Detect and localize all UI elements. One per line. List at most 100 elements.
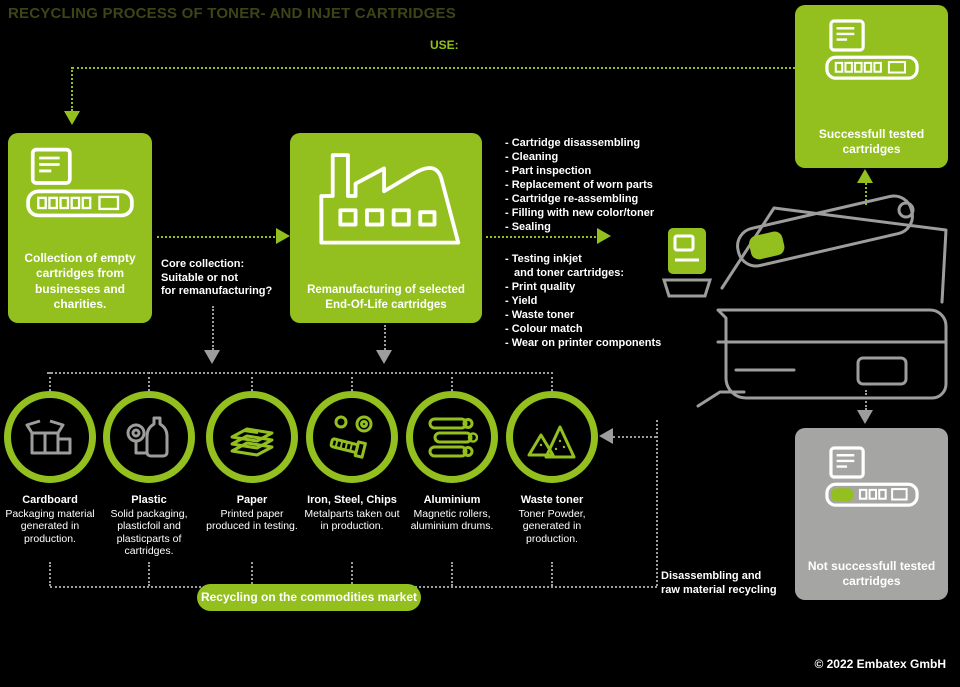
down-line-metal [351, 562, 353, 584]
material-label-cardboard: Cardboard Packaging material generated i… [0, 494, 100, 545]
factory-icon [319, 153, 461, 245]
use-label: USE: [430, 38, 459, 52]
copyright-text: © 2022 Embatex GmbH [814, 657, 946, 671]
materials-network-line [47, 372, 553, 374]
collection-label: Collection of empty cartridges from busi… [24, 250, 136, 312]
material-desc: Solid packaging, plasticfoil and plastic… [110, 507, 188, 558]
disassembling-column-line [656, 420, 658, 586]
core-collection-down-line [212, 306, 214, 350]
collection-box: Collection of empty cartridges from busi… [8, 133, 152, 323]
remanufacturing-to-testing-line [486, 236, 596, 238]
material-title: Paper [236, 494, 268, 506]
process-step: - Filling with new color/toner [505, 207, 655, 219]
remanufacturing-box: Remanufacturing of selected End-Of-Life … [290, 133, 482, 323]
not-successful-tested-box: Not successfull tested cartridges [795, 428, 948, 600]
material-label-paper: Paper Printed paper produced in testing. [202, 494, 302, 533]
arrow-down-from-core-collection [204, 350, 220, 364]
drop-line-cardboard [49, 372, 51, 391]
disassembling-to-toner-line [613, 436, 656, 438]
drop-line-aluminium [451, 372, 453, 391]
drop-line-metal [351, 372, 353, 391]
cardboard-boxes-icon [25, 419, 72, 455]
metal-parts-icon [329, 415, 373, 459]
testing-step: - Colour match [505, 323, 583, 335]
process-step: - Cartridge disassembling [505, 137, 641, 149]
not-successful-tested-label: Not successfull tested cartridges [807, 558, 936, 589]
cartridge-printer-icon [824, 446, 919, 507]
arrow-right-to-testing [597, 228, 611, 244]
down-line-plastic [148, 562, 150, 586]
collection-to-remanufacturing-line [157, 236, 275, 238]
material-circle-plastic [103, 391, 195, 483]
down-line-aluminium [451, 562, 453, 586]
paper-stack-icon [230, 427, 274, 457]
testing-step: and toner cartridges: [514, 267, 625, 279]
core-collection-line: for remanufacturing? [161, 285, 273, 297]
process-steps-list: - Cartridge disassembling - Cleaning - P… [505, 136, 654, 234]
toner-cartridge-green-band [749, 231, 785, 260]
material-title: Cardboard [22, 494, 78, 506]
drop-line-toner [551, 372, 553, 391]
material-circle-aluminium [406, 391, 498, 483]
core-collection-note: Core collection: Suitable or not for rem… [161, 258, 272, 299]
material-circle-metal [306, 391, 398, 483]
printer-open-lid [720, 206, 948, 304]
toner-powder-icon [527, 425, 576, 459]
material-title: Aluminium [423, 494, 481, 506]
arrow-right-to-remanufacturing [276, 228, 290, 244]
green-cartridge-icon [661, 228, 713, 298]
material-title: Waste toner [520, 494, 584, 506]
process-step: - Cartridge re-assembling [505, 193, 639, 205]
arrow-down-to-not-successful [857, 410, 873, 424]
material-label-aluminium: Aluminium Magnetic rollers, aluminium dr… [402, 494, 502, 533]
page-title: RECYCLING PROCESS OF TONER- AND INJET CA… [8, 5, 456, 22]
material-desc: Toner Powder, generated in production. [518, 507, 586, 545]
arrow-left-to-toner-circle [599, 428, 613, 444]
testing-step: - Wear on printer components [505, 337, 662, 349]
material-desc: Packaging material generated in producti… [5, 507, 95, 545]
remanufacturing-down-line [384, 325, 386, 350]
disassembling-note: Disassembling and raw material recycling [661, 570, 777, 597]
printer-to-successful-line [865, 183, 867, 205]
material-desc: Metalparts taken out in production. [304, 507, 400, 533]
use-loop-line-top [72, 67, 795, 69]
cartridge-printer-icon [26, 147, 134, 218]
process-step: - Replacement of worn parts [505, 179, 653, 191]
material-desc: Magnetic rollers, aluminium drums. [410, 507, 494, 533]
disassembling-line: raw material recycling [661, 583, 777, 596]
arrow-up-to-successful [857, 169, 873, 183]
cartridge-printer-icon [824, 19, 919, 80]
use-loop-line-left [71, 67, 73, 111]
testing-steps-list: - Testing inkjet and toner cartridges: -… [505, 252, 661, 350]
testing-step: - Yield [505, 295, 538, 307]
material-label-plastic: Plastic Solid packaging, plasticfoil and… [99, 494, 199, 558]
successful-tested-box: Successfull tested cartridges [795, 5, 948, 168]
down-line-toner [551, 562, 553, 586]
remanufacturing-label: Remanufacturing of selected End-Of-Life … [307, 284, 465, 312]
disassembling-line: Disassembling and [661, 570, 762, 582]
material-circle-cardboard [4, 391, 96, 483]
drop-line-paper [251, 372, 253, 391]
printer-to-not-successful-line [865, 390, 867, 410]
plastic-bottles-icon [126, 416, 169, 458]
commodities-market-pill: Recycling on the commodities market [197, 584, 421, 611]
printer-illustration [661, 194, 948, 408]
material-circle-toner [506, 391, 598, 483]
aluminium-rollers-icon [428, 417, 478, 458]
process-step: - Sealing [505, 221, 551, 233]
material-label-toner: Waste toner Toner Powder, generated in p… [502, 494, 602, 545]
core-collection-line: Suitable or not [161, 271, 238, 284]
drop-line-plastic [148, 372, 150, 391]
down-line-cardboard [49, 562, 51, 586]
material-label-metal: Iron, Steel, Chips Metalparts taken out … [302, 494, 402, 533]
material-circle-paper [206, 391, 298, 483]
green-toner-band [830, 488, 853, 502]
successful-tested-label: Successfull tested cartridges [818, 126, 925, 157]
down-line-paper [251, 562, 253, 584]
material-desc: Printed paper produced in testing. [206, 507, 298, 533]
testing-step: - Waste toner [505, 309, 575, 321]
process-step: - Cleaning [505, 151, 559, 163]
material-title: Iron, Steel, Chips [307, 494, 397, 506]
arrow-down-from-remanufacturing [376, 350, 392, 364]
